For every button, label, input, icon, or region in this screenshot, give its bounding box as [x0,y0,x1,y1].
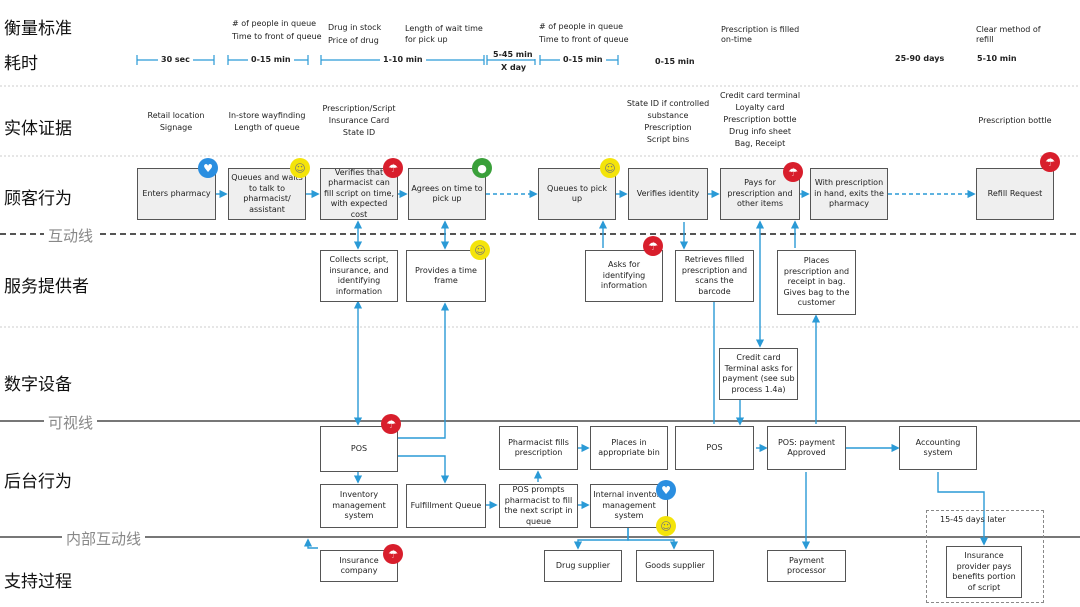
metric-wait-a: Length of wait time [405,24,483,33]
customer-refill-request: Refill Request [976,168,1054,220]
evidence-location: Retail location Signage [147,111,205,132]
row-label-backstage: 后台行为 [4,472,72,492]
time-verify-identity: 0-15 min [652,57,698,66]
customer-exits: With prescription in hand, exits the pha… [810,168,888,220]
support-insurance-pays: Insurance provider pays benefits portion… [946,546,1022,598]
heart-icon: ♥ [198,158,218,178]
metric-stock-a: Drug in stock [328,23,382,32]
metric-wait-b: for pick up [405,35,448,44]
provider-collects-script: Collects script, insurance, and identify… [320,250,398,302]
support-goods-supplier: Goods supplier [636,550,714,582]
provider-places-in-bag: Places prescription and receipt in bag. … [777,250,856,315]
time-verify: 1-10 min [380,55,426,64]
time-wait-days: X day [498,63,530,72]
metric-pickup-queue-a: # of people in queue [539,22,624,31]
umbrella-icon: ☂ [383,544,403,564]
backstage-inventory-system: Inventory management system [320,484,398,528]
refill-wait-region [926,510,1044,603]
customer-queues-pickup: Queues to pick up [538,168,616,220]
backstage-accounting-system: Accounting system [899,426,977,470]
smile-icon: ☺ [470,240,490,260]
metric-pickup-queue-b: Time to front of queue [539,35,629,44]
time-enter: 30 sec [158,55,193,64]
row-label-support: 支持过程 [4,572,72,592]
apple-icon: ● [472,158,492,178]
umbrella-icon: ☂ [383,158,403,178]
customer-flow-arrows [216,189,989,550]
backstage-pos-prompts: POS prompts pharmacist to fill the next … [499,484,578,528]
umbrella-icon: ☂ [783,162,803,182]
backstage-pos: POS [320,426,398,472]
metric-queue-a: # of people in queue [232,19,317,28]
umbrella-icon: ☂ [643,236,663,256]
evidence-state-id: State ID if controlled substance Prescri… [626,99,710,144]
customer-verifies-identity: Verifies identity [628,168,708,220]
metric-refill-a: Clear method of [976,25,1041,34]
customer-verifies-pharmacist: Verifies that pharmacist can fill script… [320,168,398,220]
line-label-internal: 内部互动线 [62,528,146,549]
time-refill: 5-10 min [974,54,1020,63]
line-label-interaction: 互动线 [44,225,98,246]
row-label-time: 耗时 [4,54,38,74]
backstage-payment-approved: POS: payment Approved [767,426,846,470]
row-label-provider: 服务提供者 [4,277,89,297]
backstage-pos-pickup: POS [675,426,754,470]
digital-card-terminal: Credit card Terminal asks for payment (s… [719,348,798,400]
line-label-visibility: 可视线 [44,412,98,433]
metric-stock-b: Price of drug [328,36,379,45]
umbrella-icon: ☂ [1040,152,1060,172]
heart-icon: ♥ [656,480,676,500]
support-payment-processor: Payment processor [767,550,846,582]
backstage-pharmacist-fills: Pharmacist fills prescription [499,426,578,470]
metric-refill-b: refill [976,35,994,44]
provider-asks-identity: Asks for identifying information [585,250,663,302]
customer-agrees-time: Agrees on time to pick up [408,168,486,220]
support-wait-label: 15-45 days later [940,515,1006,524]
metric-filled-a: Prescription is filled [721,25,800,34]
umbrella-icon: ☂ [381,414,401,434]
backstage-internal-inventory: Internal inventory management system [590,484,668,528]
row-label-evidence: 实体证据 [4,119,72,139]
row-label-customer: 顾客行为 [4,189,72,209]
customer-queues: Queues and waits to talk to pharmacist/ … [228,168,306,220]
support-insurance-company: Insurance company [320,550,398,582]
evidence-bottle: Prescription bottle [978,116,1052,125]
time-wait: 5-45 min [490,50,536,59]
time-refill-interval: 25-90 days [892,54,948,63]
provider-retrieves-prescription: Retrieves filled prescription and scans … [675,250,754,302]
evidence-wayfinding: In-store wayfinding Length of queue [228,111,306,132]
smile-icon: ☺ [656,516,676,536]
time-pickup-queue: 0-15 min [560,55,606,64]
support-drug-supplier: Drug supplier [544,550,622,582]
backstage-fulfillment-queue: Fulfillment Queue [406,484,486,528]
metric-filled-b: on-time [721,35,752,44]
metric-queue-b: Time to front of queue [232,32,322,41]
smile-icon: ☺ [290,158,310,178]
provider-time-frame: Provides a time frame [406,250,486,302]
evidence-prescription: Prescription/Script Insurance Card State… [322,104,396,137]
time-queue: 0-15 min [248,55,294,64]
smile-icon: ☺ [600,158,620,178]
time-brackets [136,55,619,65]
row-label-metrics: 衡量标准 [4,19,72,39]
row-label-digital: 数字设备 [4,375,72,395]
evidence-payment: Credit card terminal Loyalty card Prescr… [719,91,801,148]
backstage-places-in-bin: Places in appropriate bin [590,426,668,470]
